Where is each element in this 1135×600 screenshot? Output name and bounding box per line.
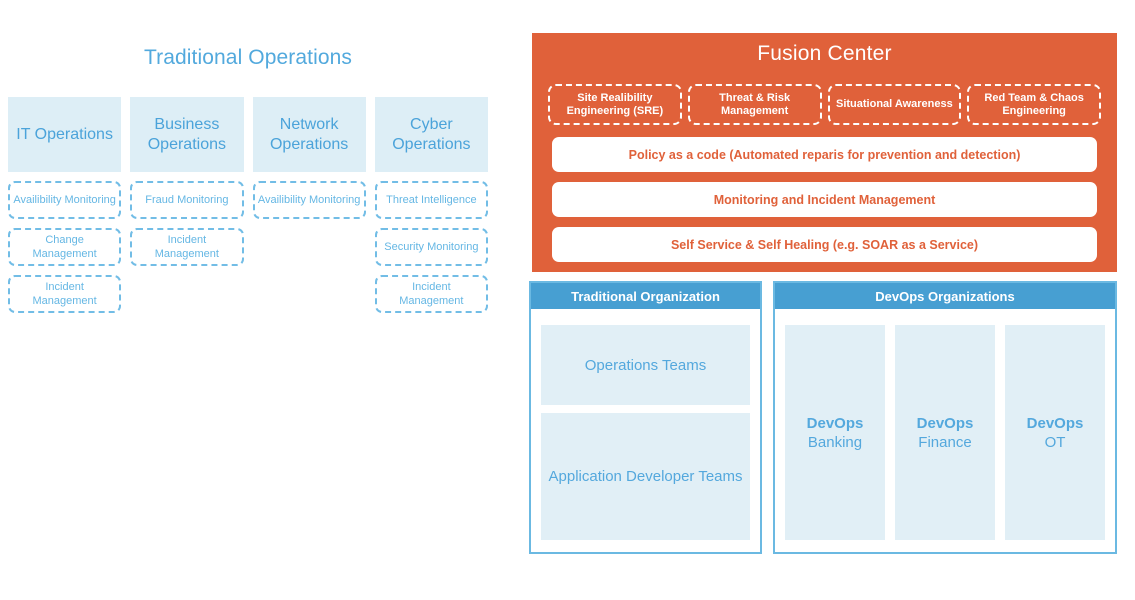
fusion-pill-red-team-chaos-engineering: Red Team & Chaos Engineering [967, 84, 1101, 125]
column-cyber-operations: Cyber Operations Threat Intelligence Sec… [374, 97, 488, 313]
fusion-bar-self-service-self-healing: Self Service & Self Healing (e.g. SOAR a… [552, 227, 1097, 262]
column-header-cyber-operations: Cyber Operations [374, 97, 488, 172]
capability-box: Threat Intelligence [374, 181, 488, 219]
column-network-operations: Network Operations Availibility Monitori… [252, 97, 366, 313]
traditional-operations-columns: IT Operations Availibility Monitoring Ch… [8, 97, 488, 313]
fusion-bar-policy-as-code: Policy as a code (Automated reparis for … [552, 137, 1097, 172]
devops-column-finance: DevOps Finance [895, 325, 995, 540]
column-header-business-operations: Business Operations [130, 97, 244, 172]
devops-label-banking: DevOps Banking [807, 414, 864, 452]
devops-column-ot: DevOps OT [1005, 325, 1105, 540]
team-box-operations-teams: Operations Teams [541, 325, 750, 405]
devops-organizations-panel: DevOps Organizations DevOps Banking DevO… [773, 281, 1117, 554]
fusion-bar-monitoring-incident-management: Monitoring and Incident Management [552, 182, 1097, 217]
capability-box: Incident Management [130, 228, 244, 266]
fusion-center-bars: Policy as a code (Automated reparis for … [552, 137, 1097, 262]
capability-box: Change Management [8, 228, 122, 266]
column-it-operations: IT Operations Availibility Monitoring Ch… [8, 97, 122, 313]
devops-organizations-header: DevOps Organizations [775, 283, 1115, 309]
traditional-organization-header: Traditional Organization [531, 283, 760, 309]
capability-box: Security Monitoring [374, 228, 488, 266]
fusion-center-panel: Fusion Center Site Realibility Engineeri… [532, 33, 1117, 272]
fusion-center-pills: Site Realibility Engineering (SRE) Threa… [548, 84, 1101, 125]
capability-box: Incident Management [8, 275, 122, 313]
capability-box: Incident Management [374, 275, 488, 313]
devops-label-ot: DevOps OT [1027, 414, 1084, 452]
traditional-organization-panel: Traditional Organization Operations Team… [529, 281, 762, 554]
traditional-operations-title: Traditional Operations [143, 46, 353, 69]
team-box-application-developer-teams: Application Developer Teams [541, 413, 750, 540]
column-business-operations: Business Operations Fraud Monitoring Inc… [130, 97, 244, 313]
devops-brand: DevOps [1026, 414, 1084, 432]
fusion-center-title: Fusion Center [757, 42, 892, 65]
traditional-organization-body: Operations Teams Application Developer T… [541, 325, 750, 540]
capability-box: Availibility Monitoring [8, 181, 122, 219]
column-header-it-operations: IT Operations [8, 97, 122, 172]
fusion-pill-threat-risk-management: Threat & Risk Management [687, 84, 822, 125]
devops-label-finance: DevOps Finance [917, 414, 974, 452]
capability-box: Fraud Monitoring [130, 181, 244, 219]
devops-brand: DevOps [916, 414, 974, 432]
devops-brand: DevOps [806, 414, 864, 432]
devops-name: Banking [807, 433, 863, 451]
capability-box: Availibility Monitoring [252, 181, 366, 219]
column-header-network-operations: Network Operations [252, 97, 366, 172]
fusion-pill-situational-awareness: Situational Awareness [827, 84, 962, 125]
fusion-pill-sre: Site Realibility Engineering (SRE) [548, 84, 682, 125]
devops-name: Finance [918, 433, 972, 451]
devops-column-banking: DevOps Banking [785, 325, 885, 540]
devops-organizations-body: DevOps Banking DevOps Finance DevOps OT [785, 325, 1105, 540]
devops-name: OT [1044, 433, 1066, 451]
